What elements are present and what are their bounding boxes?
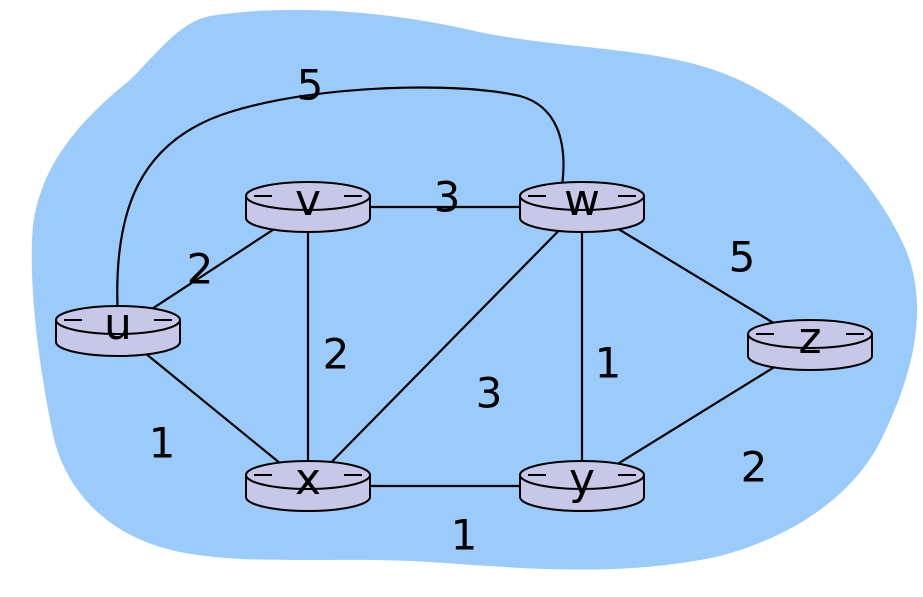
router-top xyxy=(747,319,873,349)
link-x-w xyxy=(307,206,583,487)
router-top xyxy=(245,181,371,211)
router-top xyxy=(519,181,645,211)
router-label-y: y xyxy=(569,454,595,505)
cost-label-y-z: 2 xyxy=(741,443,768,492)
cost-label-w-z: 5 xyxy=(729,233,756,282)
router-label-x: x xyxy=(295,454,321,505)
router-z: z xyxy=(747,313,873,371)
router-w: w xyxy=(519,175,645,233)
cost-label-u-x: 1 xyxy=(149,419,176,468)
cost-label-v-x: 2 xyxy=(323,330,350,379)
network-cloud xyxy=(31,9,918,570)
router-label-u: u xyxy=(104,299,132,350)
router-u: u xyxy=(55,299,181,357)
router-top xyxy=(519,460,645,490)
router-x: x xyxy=(245,454,371,512)
router-top xyxy=(55,305,181,335)
cost-labels-layer: 2 1 5 3 2 3 1 1 5 2 xyxy=(149,61,768,560)
router-y: y xyxy=(519,454,645,512)
router-label-v: v xyxy=(295,175,321,226)
cost-label-x-y: 1 xyxy=(451,511,478,560)
router-top xyxy=(245,460,371,490)
cost-label-x-w: 3 xyxy=(476,369,503,418)
link-y-z xyxy=(581,344,811,487)
routers-layer: u v w x y z xyxy=(55,175,873,512)
router-label-z: z xyxy=(798,313,821,364)
cost-label-u-w: 5 xyxy=(297,61,324,110)
cost-label-u-v: 2 xyxy=(187,245,214,294)
router-v: v xyxy=(245,175,371,233)
cost-label-v-w: 3 xyxy=(434,173,461,222)
router-label-w: w xyxy=(564,175,600,226)
cost-label-w-y: 1 xyxy=(595,339,622,388)
link-u-x xyxy=(117,330,309,487)
link-u-w xyxy=(116,86,565,319)
